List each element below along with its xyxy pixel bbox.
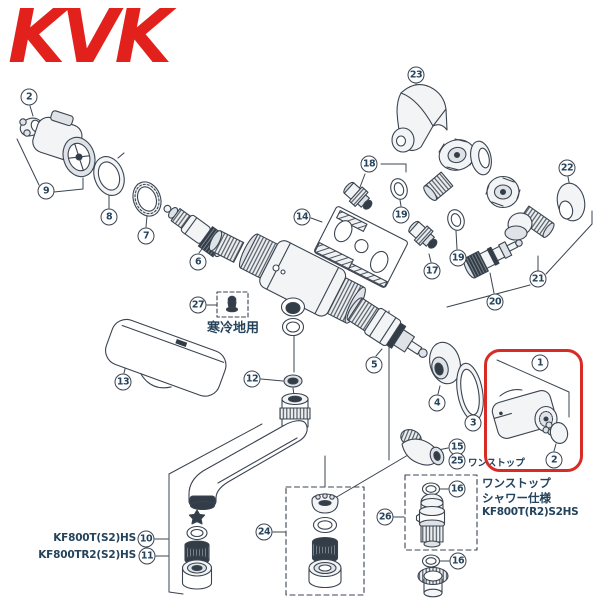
- part-shower-hook-23: [391, 84, 448, 153]
- spout-model-10-label: KF800T(S2)HS: [53, 532, 136, 544]
- callout-12: 12: [243, 370, 261, 388]
- kvk-logo: KVK: [8, 0, 172, 80]
- part-oring-12: [281, 317, 305, 388]
- part-escutcheon-22: [556, 182, 586, 222]
- callout-14: 14: [293, 208, 311, 226]
- callout-7: 7: [137, 227, 155, 245]
- part-shower-elbow-15: [400, 429, 445, 466]
- callout-25: 25: [448, 452, 466, 470]
- callout-26: 26: [376, 508, 394, 526]
- part-nut-7: [132, 181, 162, 217]
- part-oring-19b: [447, 209, 465, 231]
- callout-2: 2: [545, 451, 563, 469]
- spec-line-1: ワンストップ: [482, 476, 551, 490]
- part-oring-19a: [390, 178, 408, 200]
- spout-model-11-label: KF800TR2(S2)HS: [38, 549, 136, 561]
- part-handle-assembly-9: [32, 110, 96, 178]
- part-check-valve-18: [343, 181, 373, 210]
- part-valve-body: [208, 230, 366, 324]
- part-plate-14: [314, 206, 408, 288]
- part-eccentric-union-a: [423, 138, 492, 201]
- part-flange-4: [429, 341, 461, 385]
- part-check-valve-17: [408, 220, 438, 249]
- part-handle-1: [491, 389, 558, 439]
- part-aerator-under-spout: [181, 509, 213, 590]
- callout-23: 23: [407, 66, 425, 84]
- callout-19: 19: [392, 206, 410, 224]
- part-check-valve-26: [404, 474, 478, 598]
- callout-6: 6: [189, 253, 207, 271]
- spec-model-number: KF800T(R2)S2HS: [482, 506, 579, 518]
- part-spout: [188, 392, 311, 511]
- callout-2: 2: [20, 88, 38, 106]
- callout-4: 4: [428, 394, 446, 412]
- callout-27: 27: [189, 296, 207, 314]
- cold-region-label: 寒冷地用: [207, 321, 260, 336]
- callout-20: 20: [486, 293, 504, 311]
- callout-17: 17: [423, 262, 441, 280]
- callout-8: 8: [100, 208, 118, 226]
- callout-16: 16: [448, 480, 466, 498]
- callout-9: 9: [37, 182, 55, 200]
- callout-13: 13: [114, 373, 132, 391]
- callout-21: 21: [529, 270, 547, 288]
- part-ring-3: [456, 362, 484, 422]
- part-button-2: [542, 421, 569, 444]
- part-eccentric-union-b: [485, 175, 555, 241]
- part-cover-13: [105, 318, 227, 397]
- part-ring-8: [93, 152, 125, 196]
- one-stop-label: ワンストップ: [468, 458, 525, 469]
- callout-1: 1: [531, 354, 549, 372]
- spec-line-2: シャワー仕様: [482, 490, 551, 505]
- callout-11: 11: [138, 547, 156, 565]
- callout-3: 3: [464, 414, 482, 432]
- callout-18: 18: [360, 155, 378, 173]
- part-cartridge-5: [346, 297, 428, 358]
- part-cold-region-screw-27: [216, 291, 249, 318]
- callout-5: 5: [365, 356, 383, 374]
- callout-16: 16: [449, 552, 467, 570]
- callout-10: 10: [137, 530, 155, 548]
- callout-22: 22: [558, 159, 576, 177]
- one-stop-shower-spec-label: ワンストップ シャワー仕様 KF800T(R2)S2HS: [482, 476, 579, 520]
- callout-24: 24: [255, 523, 273, 541]
- part-aerator-set-24: [285, 486, 365, 596]
- callout-19: 19: [449, 249, 467, 267]
